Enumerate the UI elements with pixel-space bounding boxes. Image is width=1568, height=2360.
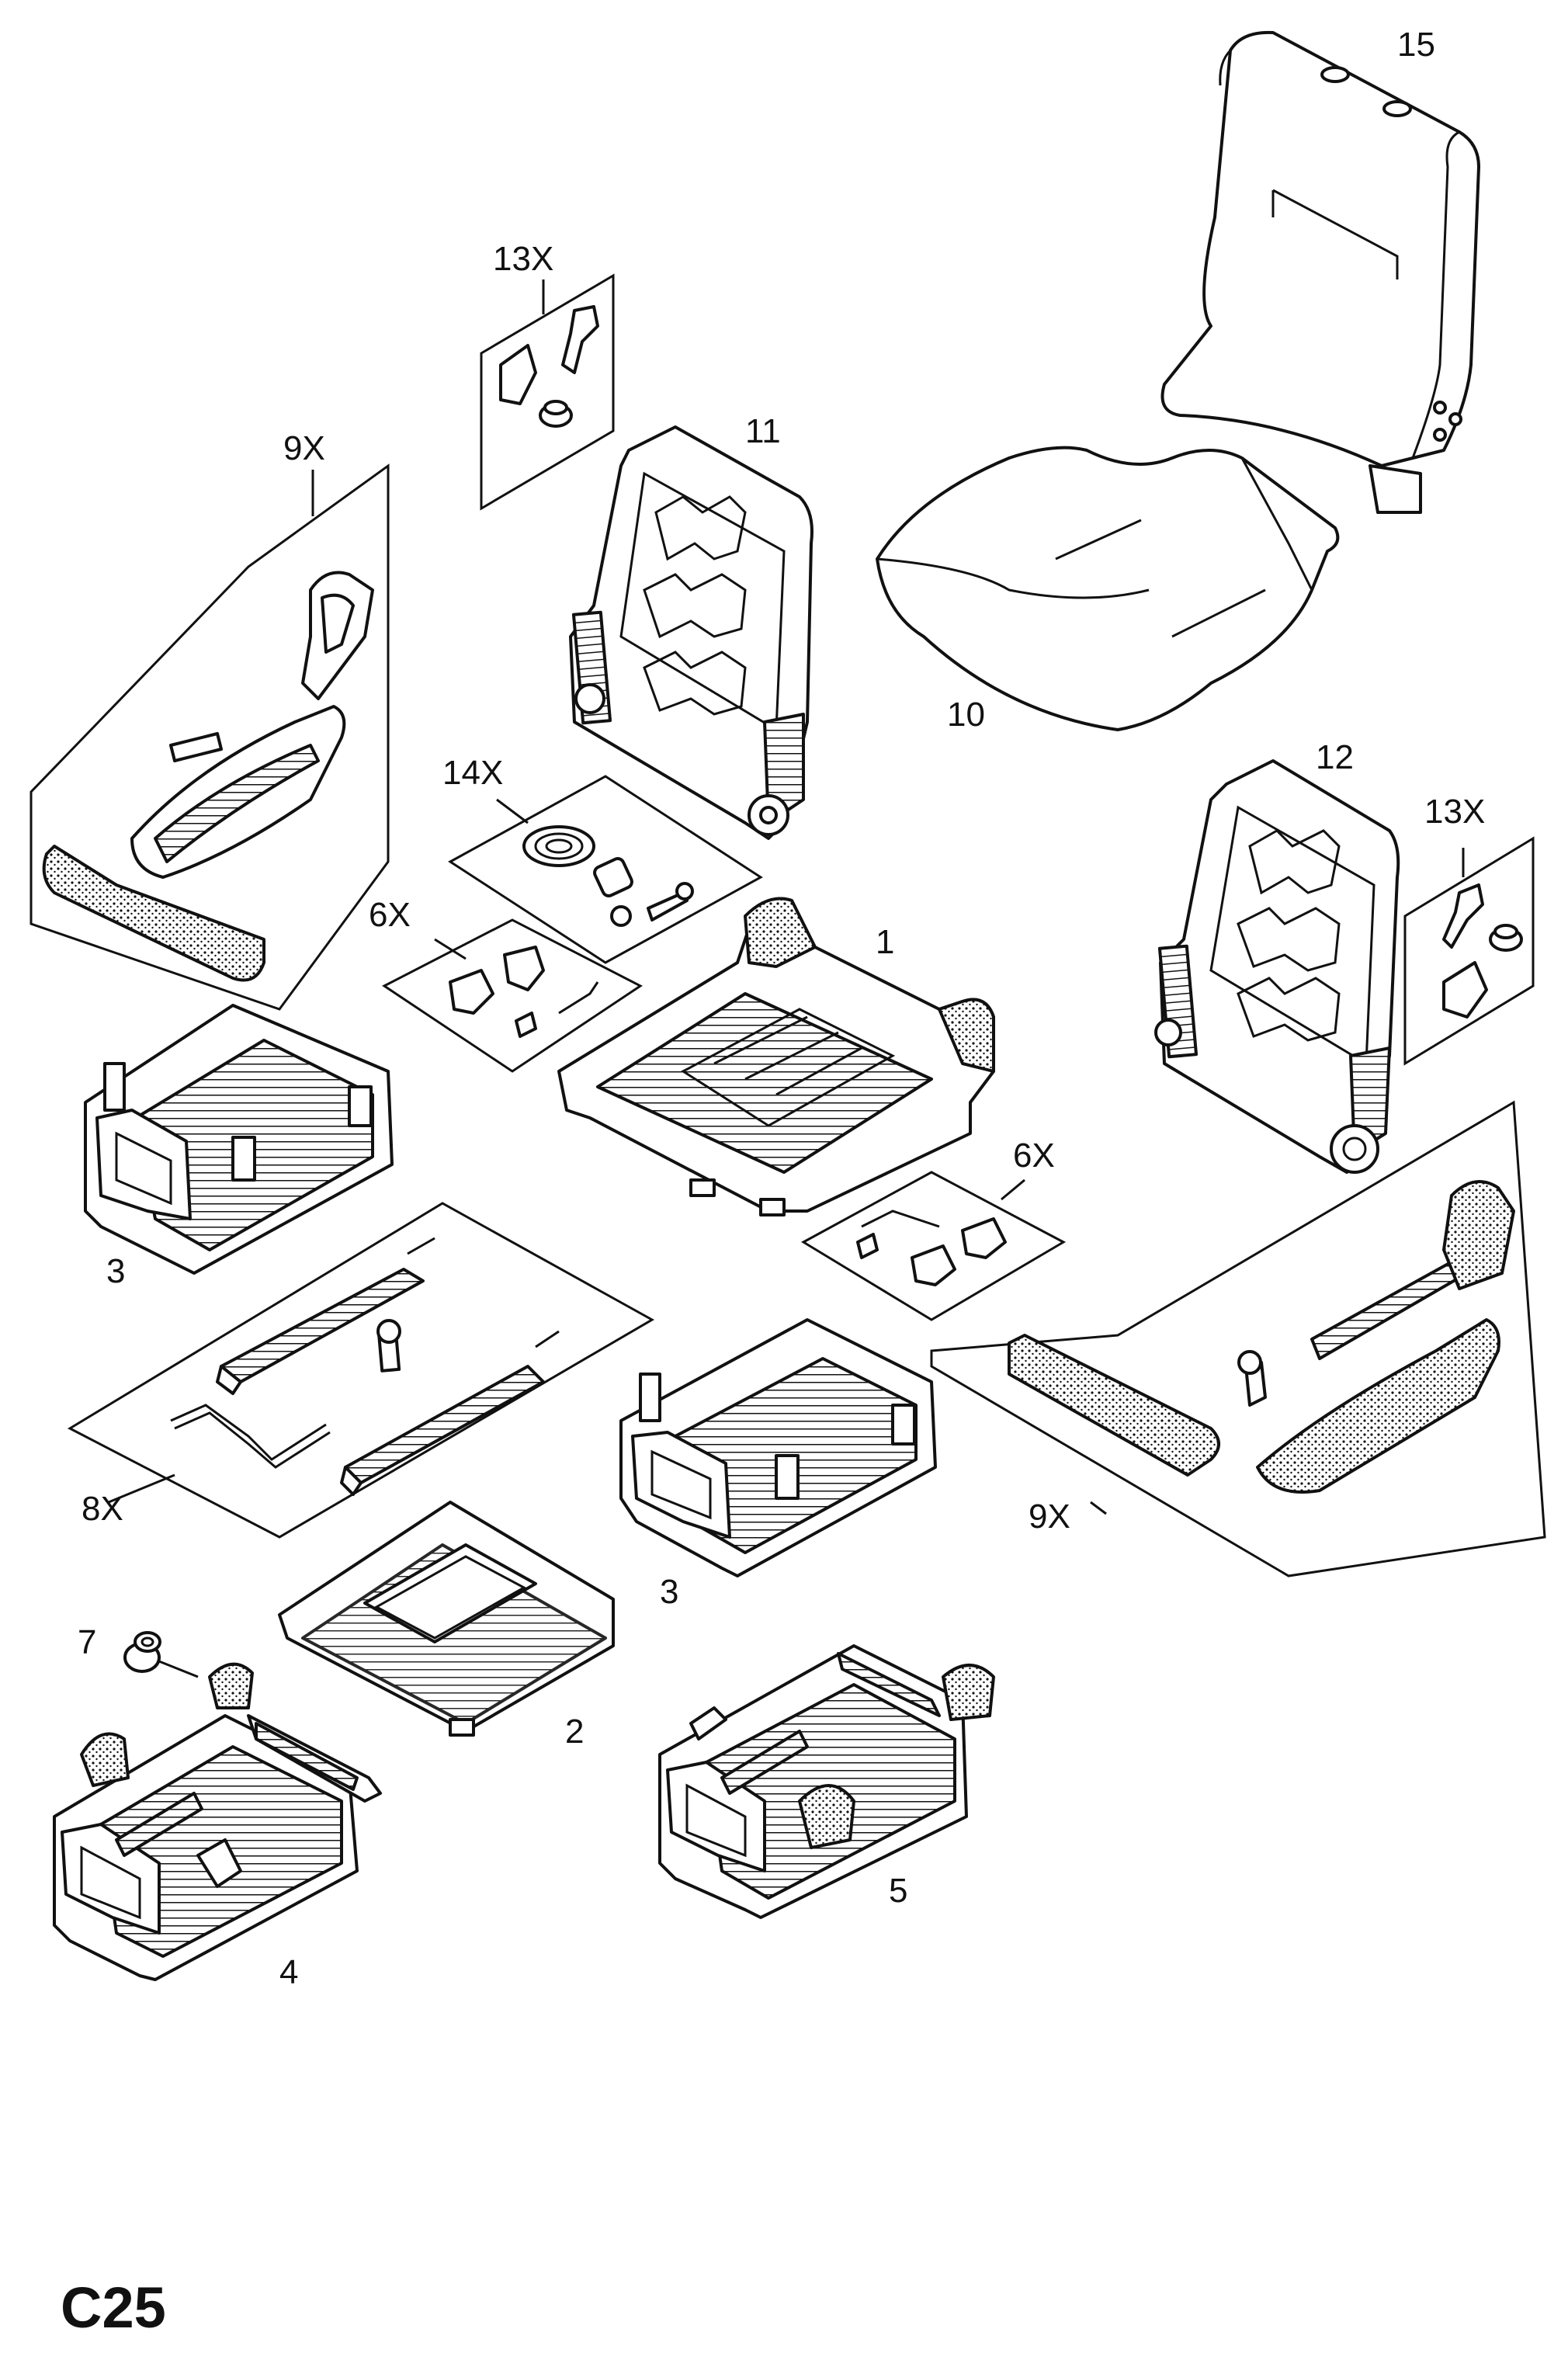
callout-6x-left: 6X	[369, 896, 411, 934]
backrest-frame-left	[569, 425, 813, 840]
seat-rail-frame-right	[619, 1318, 937, 1577]
callout-4: 4	[279, 1953, 298, 1991]
kit-6x-right	[800, 1171, 1067, 1321]
recliner-frame-left	[53, 1662, 382, 1981]
callout-9x-left: 9X	[283, 429, 325, 467]
callout-3-right: 3	[660, 1573, 678, 1611]
kit-6x-left	[382, 918, 643, 1073]
seat-backrest-cushion	[1160, 30, 1480, 514]
callout-12: 12	[1316, 738, 1354, 776]
backrest-frame-right	[1154, 759, 1400, 1174]
mounting-plate	[278, 1501, 615, 1737]
callout-3-left: 3	[106, 1252, 125, 1290]
kit-9x-right	[930, 1100, 1546, 1577]
kit-13x-top	[480, 273, 615, 511]
callout-11: 11	[745, 412, 781, 450]
kit-13x-right	[1403, 836, 1535, 1066]
callout-1: 1	[876, 923, 894, 961]
callout-14x: 14X	[442, 754, 503, 792]
seat-rail-frame-left	[84, 1004, 394, 1275]
callout-15: 15	[1397, 26, 1435, 64]
kit-8x	[67, 1202, 655, 1539]
callout-8x: 8X	[82, 1490, 123, 1528]
callout-7: 7	[78, 1623, 96, 1661]
kit-14x	[448, 775, 763, 964]
bushing	[123, 1631, 199, 1678]
recliner-frame-right	[658, 1644, 995, 1919]
callout-10: 10	[947, 696, 985, 734]
callout-6x-right: 6X	[1013, 1137, 1055, 1175]
page-label: C25	[61, 2275, 166, 2340]
kit-9x-left	[29, 463, 390, 1011]
callout-13x-top: 13X	[493, 240, 553, 278]
callout-2: 2	[565, 1713, 584, 1751]
seat-base-frame	[557, 897, 995, 1216]
callout-13x-right: 13X	[1424, 793, 1485, 831]
callout-5: 5	[889, 1872, 907, 1910]
seat-cushion	[876, 446, 1340, 731]
callout-9x-right: 9X	[1029, 1498, 1070, 1536]
